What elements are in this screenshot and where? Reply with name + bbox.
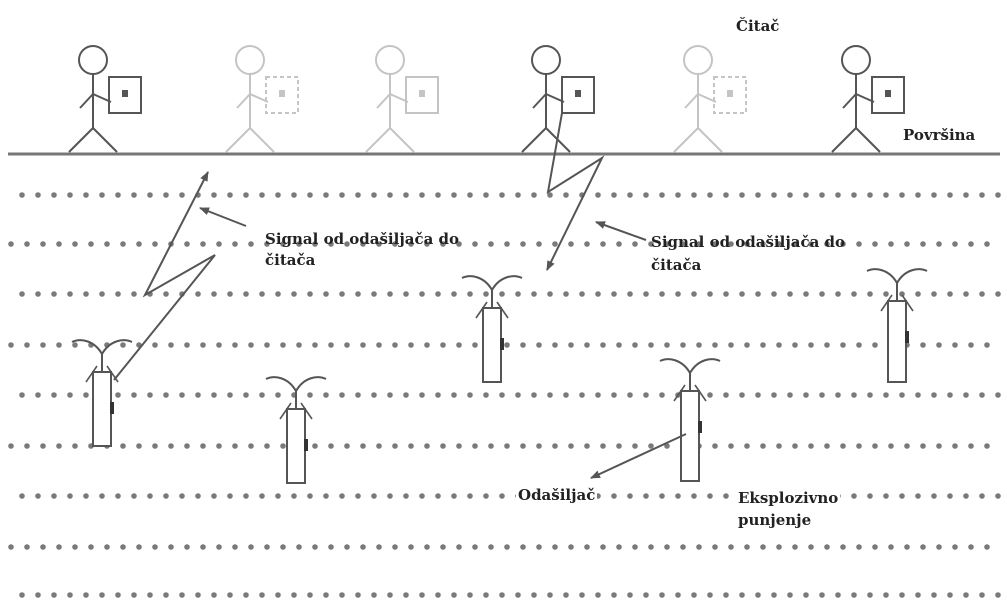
- transmitter-icon: [71, 339, 133, 447]
- reader-person-icon: [831, 45, 905, 153]
- dot-row: [8, 342, 990, 348]
- dot-row: [8, 443, 990, 449]
- surface-label: Površina: [903, 126, 976, 144]
- reader-person-icon: [68, 45, 142, 153]
- reader-label: Čitač: [736, 17, 780, 35]
- transmitters: [71, 268, 928, 484]
- transmitter-pointer: [590, 433, 687, 479]
- signal-left-zigzag: [113, 171, 216, 381]
- explosive-charge-rows: [8, 192, 1001, 598]
- dot-row: [19, 592, 1001, 598]
- dot-row: [8, 544, 990, 550]
- reader-person-icon: [521, 45, 595, 153]
- signal-right-label-line1: Signal od odašiljača do: [651, 233, 846, 251]
- signal-left-label-line2: čitača: [265, 251, 316, 269]
- signal-left-pointer: [199, 207, 247, 227]
- reader-figures: [68, 45, 905, 153]
- transmitter-icon: [659, 358, 721, 482]
- dot-row: [19, 493, 1001, 499]
- transmitter-icon: [866, 268, 928, 383]
- signal-left-label-line1: Signal od odašiljača do: [265, 230, 460, 248]
- signal-right-zigzag: [546, 112, 605, 271]
- transmitter-icon: [265, 376, 327, 484]
- explosive-charge-label-line1: Eksplozivno: [736, 488, 841, 508]
- dot-row: [19, 291, 1001, 297]
- explosive-charge-label-line2: punjenje: [736, 510, 814, 530]
- reader-person-icon: [365, 45, 439, 153]
- dot-row: [19, 392, 1001, 398]
- reader-person-icon: [673, 45, 747, 153]
- signal-right-label-line2: čitača: [651, 256, 702, 274]
- transmitter-icon: [461, 275, 523, 383]
- signal-right-pointer: [595, 221, 647, 241]
- dot-row: [19, 192, 1001, 198]
- signals: [113, 112, 687, 479]
- transmitter-label: Odašiljač: [516, 485, 598, 505]
- reader-person-icon: [225, 45, 299, 153]
